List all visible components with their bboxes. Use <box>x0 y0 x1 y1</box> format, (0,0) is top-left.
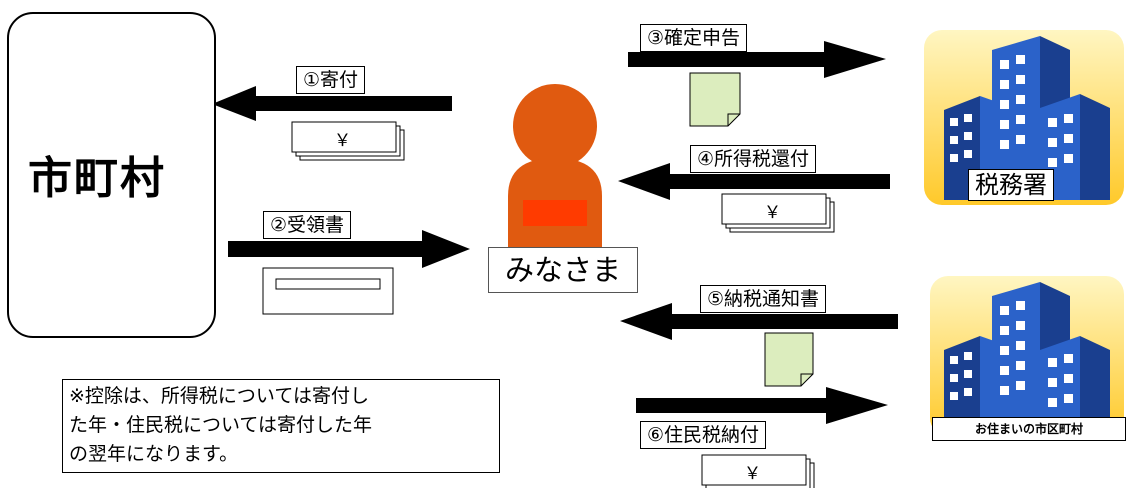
step-3-label: ③確定申告 <box>640 24 748 52</box>
tax-notice-document-icon <box>764 332 814 387</box>
arrow-tax-notice <box>620 303 898 340</box>
cash-stack-icon <box>291 121 405 161</box>
residence-city-building-icon <box>930 276 1124 436</box>
arrow-donation <box>212 86 452 121</box>
cash-stack-icon <box>701 454 815 488</box>
arrow-tax-return <box>628 41 886 78</box>
arrow-resident-tax-payment <box>636 387 888 424</box>
person-label: みなさま <box>488 247 638 293</box>
residence-city-label: お住まいの市区町村 <box>932 417 1126 441</box>
step-1-label: ①寄付 <box>296 66 366 94</box>
receipt-document-icon <box>262 267 394 315</box>
note-line: た年・住民税については寄付した年 <box>69 414 373 436</box>
cash-stack-icon <box>721 193 835 233</box>
deduction-note: ※控除は、所得税については寄付し た年・住民税については寄付した年 の翌年になり… <box>62 379 500 473</box>
person-icon <box>508 84 602 250</box>
step-5-label: ⑤納税通知書 <box>700 285 827 313</box>
currency-symbol: ￥ <box>744 464 761 484</box>
step-2-label: ②受領書 <box>263 211 352 239</box>
step-6-label: ⑥住民税納付 <box>640 421 767 449</box>
municipality-label: 市町村 <box>28 153 166 204</box>
step-4-label: ④所得税還付 <box>690 145 817 173</box>
note-line: ※控除は、所得税については寄付し <box>69 385 369 407</box>
arrow-receipt <box>228 230 470 268</box>
note-line: の翌年になります。 <box>69 443 239 465</box>
currency-symbol: ￥ <box>334 131 351 151</box>
currency-symbol: ￥ <box>764 203 781 223</box>
arrow-income-tax-refund <box>618 163 890 200</box>
tax-office-label: 税務署 <box>968 169 1054 201</box>
tax-return-document-icon <box>689 72 741 127</box>
municipality-box <box>7 12 216 338</box>
